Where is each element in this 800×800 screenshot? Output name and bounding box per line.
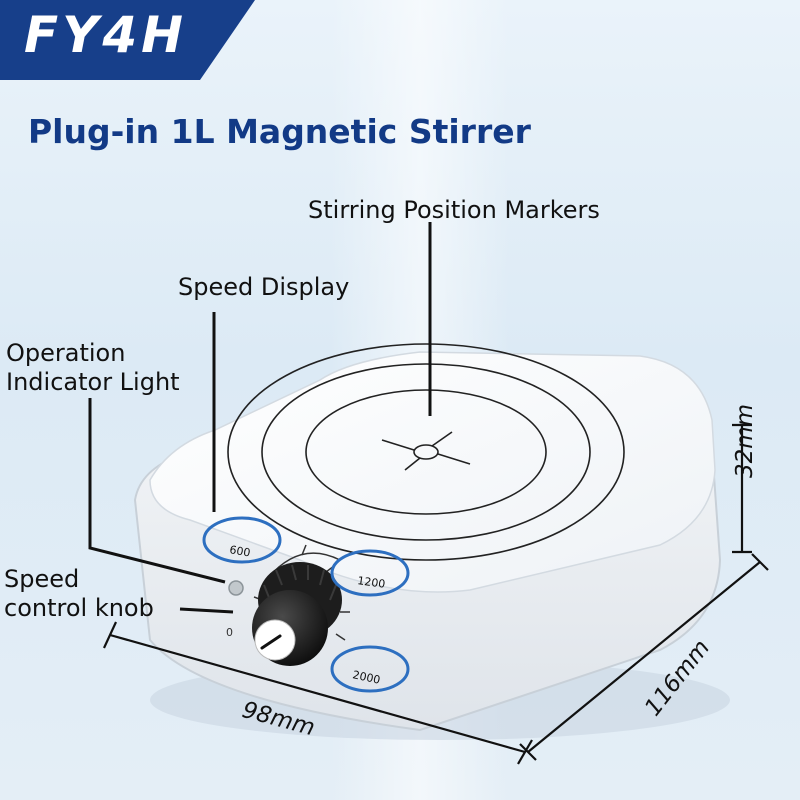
speed-mark-2000: 2000 (351, 668, 381, 687)
label-speed-display-text: Speed Display (178, 273, 350, 301)
label-indicator-line-2: Indicator Light (6, 368, 180, 396)
label-knob-line-2: control knob (4, 594, 154, 622)
product-title: Plug-in 1L Magnetic Stirrer (28, 112, 531, 151)
brand-banner (0, 0, 255, 80)
label-operation-indicator-light: Operation Indicator Light (6, 339, 180, 397)
dimension-lines (103, 423, 769, 765)
label-speed-display: Speed Display (178, 273, 349, 302)
knob-zero-mark: 0 (226, 626, 233, 639)
label-indicator-line-1: Operation (6, 339, 126, 367)
dimension-height-label: 32mm (732, 403, 758, 478)
brand-logo: FY4H (24, 6, 187, 64)
callout-leader-lines (88, 222, 432, 614)
speed-control-knob (252, 562, 342, 666)
operation-indicator-light (228, 580, 244, 596)
speed-mark-600: 600 (228, 543, 251, 559)
speed-mark-highlights (202, 516, 410, 693)
stirring-position-markers (227, 343, 625, 561)
label-stirring-position-markers: Stirring Position Markers (308, 196, 600, 225)
speed-mark-1200: 1200 (357, 574, 387, 591)
label-stirring-position-markers-text: Stirring Position Markers (308, 196, 600, 224)
label-speed-control-knob: Speed control knob (4, 565, 154, 623)
label-knob-line-1: Speed (4, 565, 80, 593)
